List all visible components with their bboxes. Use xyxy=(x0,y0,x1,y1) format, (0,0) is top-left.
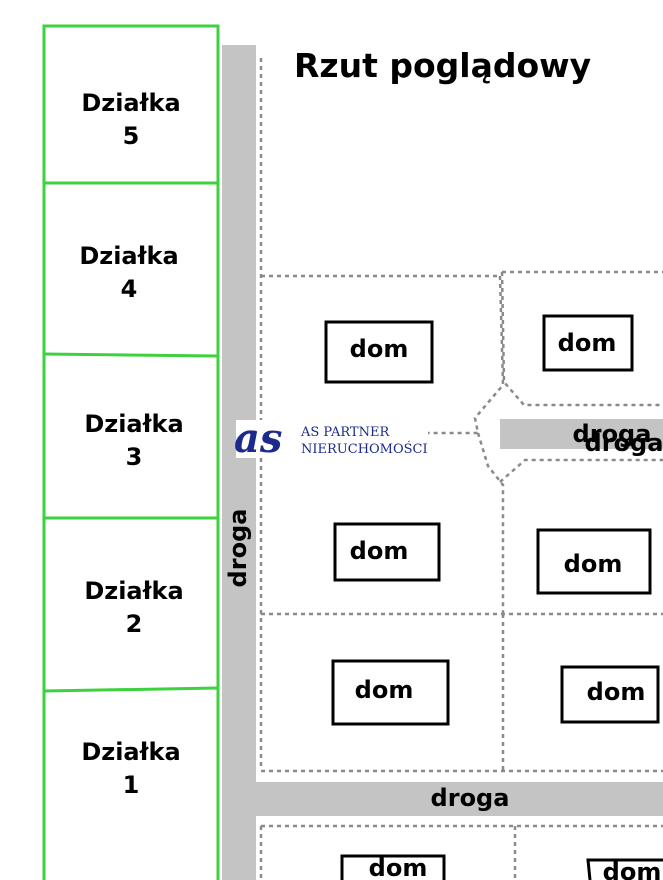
plot-2[interactable]: Działka 2 xyxy=(84,577,183,638)
road-right xyxy=(500,419,663,449)
house[interactable]: dom xyxy=(542,314,634,372)
house[interactable]: dom xyxy=(331,659,450,726)
house-label: dom xyxy=(564,550,623,578)
plot-label: Działka xyxy=(84,410,183,438)
parcel-line xyxy=(476,432,505,615)
house-label: dom xyxy=(603,858,662,880)
logo-backdrop xyxy=(236,420,428,458)
house-outline xyxy=(560,665,660,724)
logo-mark: as xyxy=(234,415,282,462)
house-label: dom xyxy=(369,854,428,880)
house-label: dom xyxy=(558,329,617,357)
road-vertical-label: droga xyxy=(224,509,252,588)
road-right-label-overlap: droga xyxy=(585,429,663,457)
house[interactable]: dom xyxy=(536,528,652,595)
house[interactable]: dom xyxy=(333,522,441,582)
house[interactable]: dom xyxy=(560,665,660,724)
plot-3[interactable]: Działka 3 xyxy=(84,410,183,471)
plot-label: Działka xyxy=(81,738,180,766)
house-outline xyxy=(586,858,663,880)
plot-label: Działka xyxy=(79,242,178,270)
road-right-label: droga xyxy=(573,420,652,448)
house[interactable]: dom xyxy=(586,858,663,880)
plot-divider xyxy=(43,686,219,693)
plots-column: Działka 5 Działka 4 Działka 3 Działka 2 … xyxy=(42,24,220,880)
plot-label: Działka xyxy=(81,89,180,117)
plot-number: 4 xyxy=(121,275,138,303)
plots-border xyxy=(42,24,220,880)
plot-4[interactable]: Działka 4 xyxy=(79,242,178,303)
house-outline xyxy=(331,659,450,726)
plot-1[interactable]: Działka 1 xyxy=(81,738,180,799)
parcel-line xyxy=(261,275,505,435)
house-outline xyxy=(542,314,634,372)
house[interactable]: dom xyxy=(340,854,446,880)
plot-number: 3 xyxy=(126,443,143,471)
road-bottom xyxy=(256,782,663,816)
agency-logo: as AS PARTNER NIERUCHOMOŚCI xyxy=(234,415,428,462)
house-outline xyxy=(333,522,441,582)
plot-number: 5 xyxy=(123,122,140,150)
house-outline xyxy=(324,320,434,384)
logo-line-2: NIERUCHOMOŚCI xyxy=(301,440,428,457)
house-label: dom xyxy=(355,676,414,704)
parcel-lines xyxy=(259,58,663,880)
page-title: Rzut poglądowy xyxy=(294,46,591,85)
plot-label: Działka xyxy=(84,577,183,605)
logo-line-1: AS PARTNER xyxy=(300,425,390,440)
house-outline xyxy=(340,854,446,880)
road-bottom-label: droga xyxy=(431,784,510,812)
plot-5[interactable]: Działka 5 xyxy=(81,89,180,150)
road-vertical xyxy=(222,45,256,880)
parcel-line xyxy=(500,271,663,407)
house-label: dom xyxy=(587,678,646,706)
plot-number: 1 xyxy=(123,771,140,799)
plot-number: 2 xyxy=(126,610,143,638)
house-label: dom xyxy=(350,335,409,363)
house-label: dom xyxy=(350,537,409,565)
parcel-line xyxy=(499,458,663,483)
plot-divider xyxy=(43,352,219,358)
house-outline xyxy=(536,528,652,595)
house[interactable]: dom xyxy=(324,320,434,384)
